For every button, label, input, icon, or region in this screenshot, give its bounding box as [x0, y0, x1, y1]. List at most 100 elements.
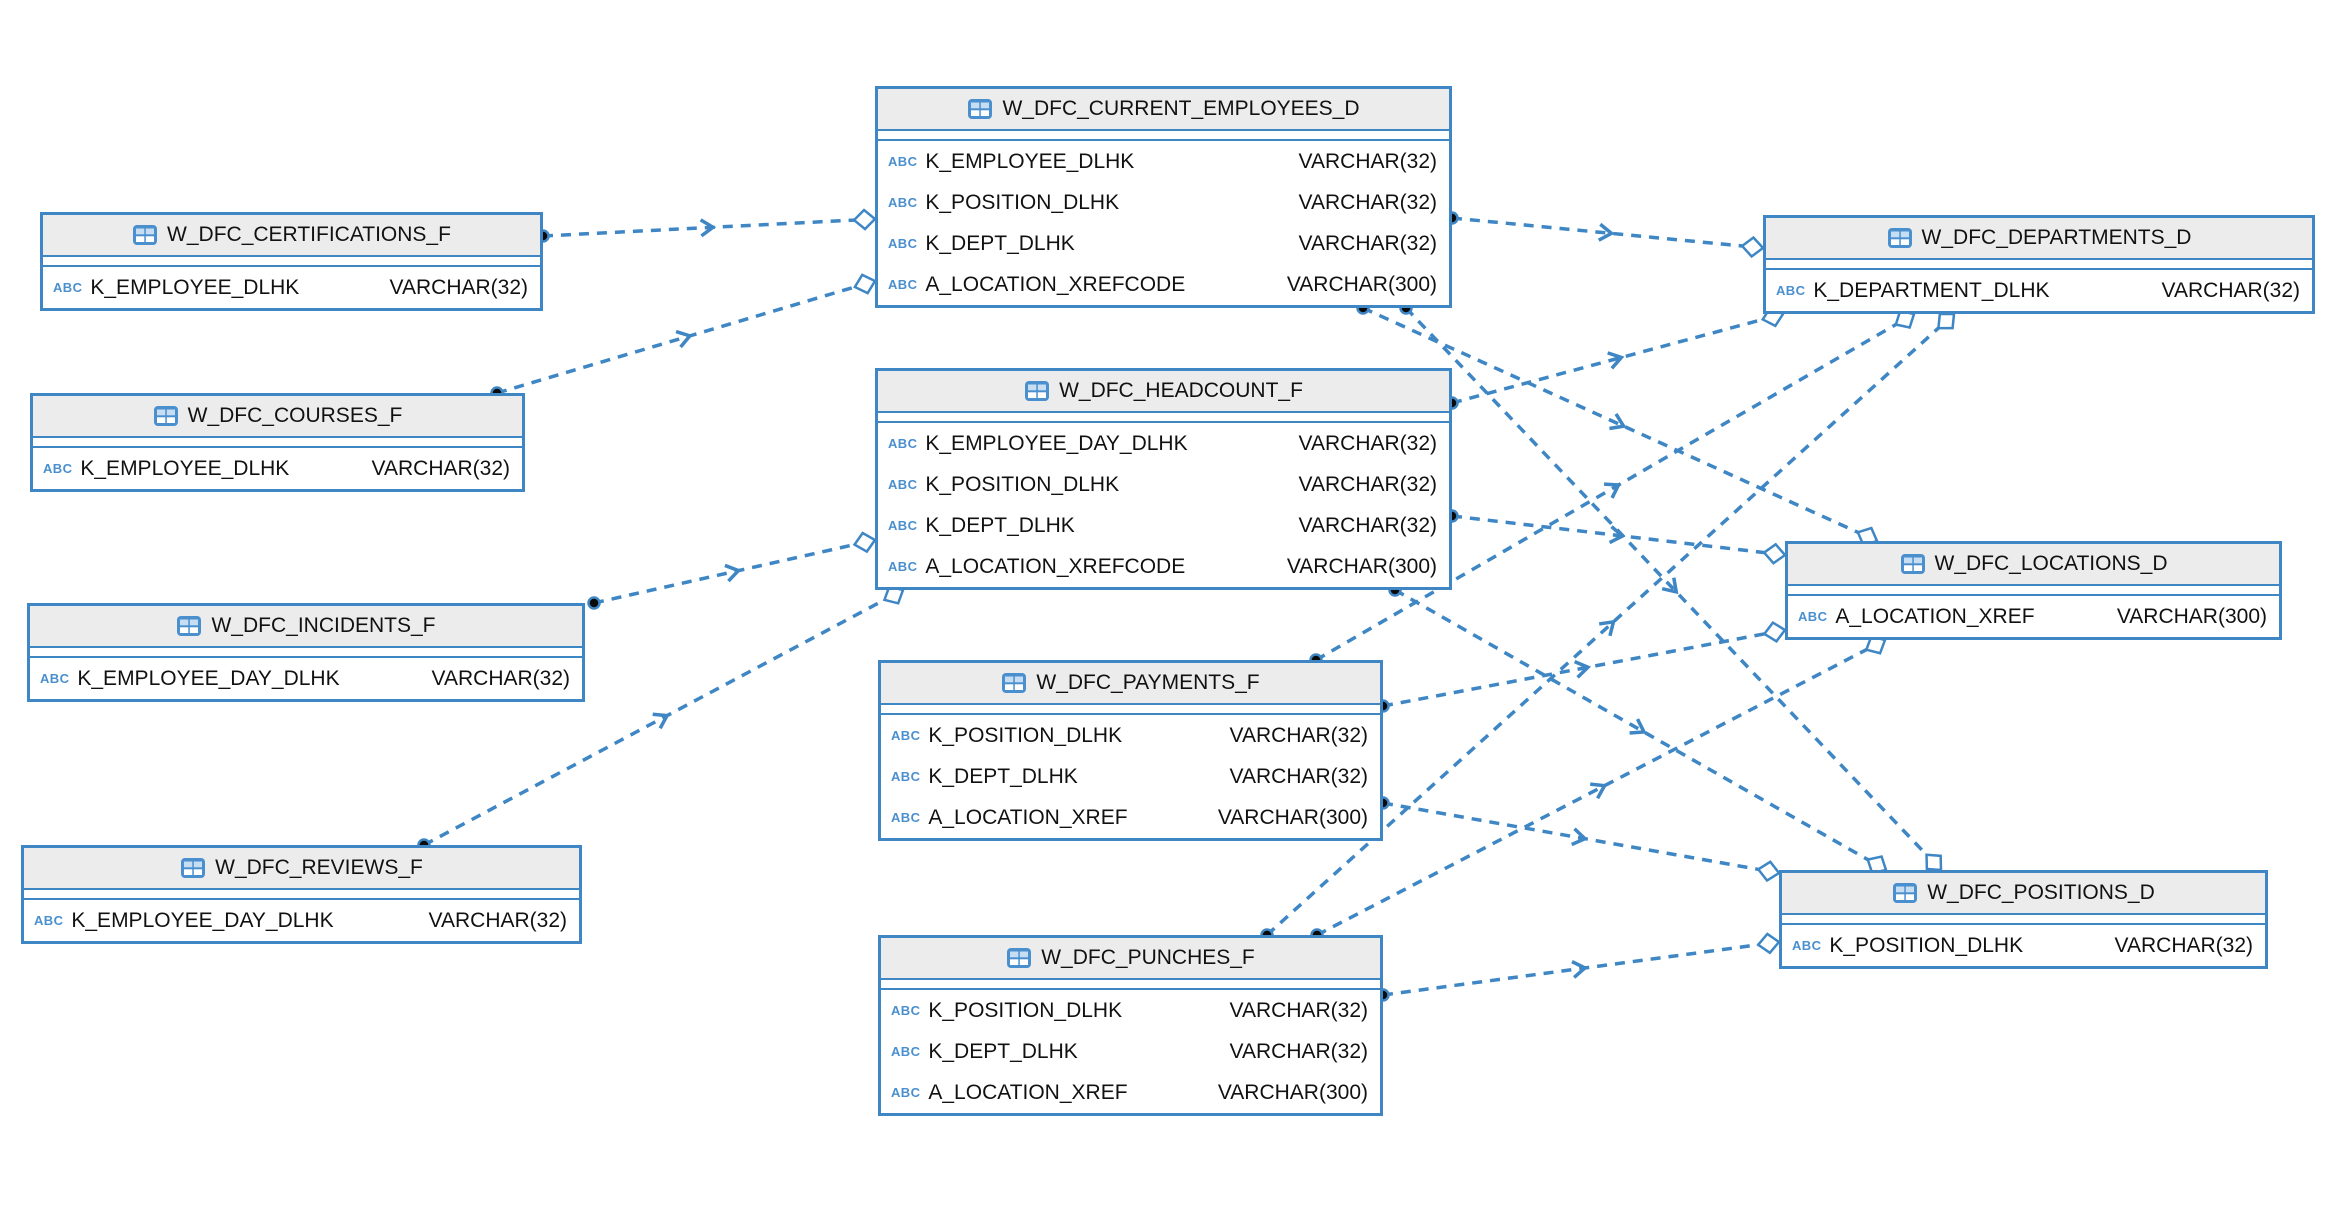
column-name: K_POSITION_DLHK [925, 472, 1120, 496]
table-header[interactable]: W_DFC_PUNCHES_F [881, 938, 1380, 980]
table-header[interactable]: W_DFC_LOCATIONS_D [1788, 544, 2279, 586]
column-name: K_EMPLOYEE_DLHK [80, 456, 290, 480]
column-name: K_DEPT_DLHK [925, 231, 1075, 255]
table-header[interactable]: W_DFC_INCIDENTS_F [30, 606, 582, 648]
column-type: VARCHAR(300) [1217, 805, 1368, 829]
header-separator [881, 980, 1380, 990]
table-icon [180, 857, 206, 879]
header-separator [43, 257, 540, 267]
column-type: VARCHAR(32) [1229, 1039, 1368, 1063]
column-name: K_DEPT_DLHK [925, 513, 1075, 537]
header-separator [33, 438, 522, 448]
table-header[interactable]: W_DFC_REVIEWS_F [24, 848, 579, 890]
column-name: A_LOCATION_XREF [928, 805, 1128, 829]
table-title: W_DFC_PAYMENTS_F [1036, 671, 1260, 694]
table-header[interactable]: W_DFC_COURSES_F [33, 396, 522, 438]
relation-payments-locations[interactable] [1376, 620, 1787, 713]
table-icon [1001, 672, 1027, 694]
column-name: K_EMPLOYEE_DLHK [90, 275, 300, 299]
column-type: VARCHAR(32) [371, 456, 510, 480]
table-current_employees[interactable]: W_DFC_CURRENT_EMPLOYEES_D ABC K_EMPLOYEE_D… [875, 86, 1452, 308]
header-separator [1766, 260, 2312, 270]
table-header[interactable]: W_DFC_CURRENT_EMPLOYEES_D [878, 89, 1449, 131]
table-header[interactable]: W_DFC_CERTIFICATIONS_F [43, 215, 540, 257]
column-name: A_LOCATION_XREF [1835, 604, 2035, 628]
table-header[interactable]: W_DFC_DEPARTMENTS_D [1766, 218, 2312, 260]
relation-reviews-headcount[interactable] [417, 585, 905, 852]
header-separator [1782, 915, 2265, 925]
table-title: W_DFC_COURSES_F [187, 404, 403, 427]
column-row[interactable]: ABC K_DEPT_DLHK VARCHAR(32) [881, 756, 1380, 797]
string-type-icon: ABC [888, 236, 918, 251]
string-type-icon: ABC [1798, 609, 1828, 624]
column-name: K_EMPLOYEE_DAY_DLHK [925, 431, 1188, 455]
relation-current_employees-departments[interactable] [1445, 211, 1765, 259]
column-name: A_LOCATION_XREFCODE [925, 554, 1186, 578]
relation-certifications-current_employees[interactable] [536, 208, 877, 243]
header-separator [24, 890, 579, 900]
column-name: K_DEPARTMENT_DLHK [1813, 278, 2050, 302]
table-payments[interactable]: W_DFC_PAYMENTS_F ABC K_POSITION_DLHK VARCHA… [878, 660, 1383, 841]
table-header[interactable]: W_DFC_PAYMENTS_F [881, 663, 1380, 705]
table-title: W_DFC_CURRENT_EMPLOYEES_D [1002, 97, 1360, 120]
string-type-icon: ABC [891, 769, 921, 784]
table-header[interactable]: W_DFC_POSITIONS_D [1782, 873, 2265, 915]
relation-punches-positions[interactable] [1376, 932, 1781, 1002]
table-title: W_DFC_POSITIONS_D [1927, 881, 2155, 904]
column-type: VARCHAR(32) [1229, 764, 1368, 788]
table-header[interactable]: W_DFC_HEADCOUNT_F [878, 371, 1449, 413]
column-name: K_POSITION_DLHK [928, 723, 1123, 747]
relation-payments-positions[interactable] [1376, 796, 1781, 883]
table-icon [1006, 947, 1032, 969]
table-icon [1892, 882, 1918, 904]
table-icon [176, 615, 202, 637]
column-name: K_EMPLOYEE_DLHK [925, 149, 1135, 173]
table-icon [1024, 380, 1050, 402]
relation-incidents-headcount[interactable] [587, 531, 877, 610]
column-type: VARCHAR(32) [431, 666, 570, 690]
column-name: K_EMPLOYEE_DAY_DLHK [71, 908, 334, 932]
relation-courses-current_employees[interactable] [490, 273, 877, 400]
relation-headcount-locations[interactable] [1445, 509, 1787, 565]
relation-headcount-departments[interactable] [1445, 305, 1785, 410]
column-name: K_DEPT_DLHK [928, 764, 1078, 788]
table-icon [1900, 553, 1926, 575]
column-type: VARCHAR(32) [1298, 431, 1437, 455]
string-type-icon: ABC [34, 913, 64, 928]
table-headcount[interactable]: W_DFC_HEADCOUNT_F ABC K_EMPLOYEE_DAY_DLHK V… [875, 368, 1452, 590]
string-type-icon: ABC [888, 559, 918, 574]
table-icon [132, 224, 158, 246]
table-title: W_DFC_HEADCOUNT_F [1059, 379, 1303, 402]
column-type: VARCHAR(32) [1298, 149, 1437, 173]
column-type: VARCHAR(32) [1229, 723, 1368, 747]
